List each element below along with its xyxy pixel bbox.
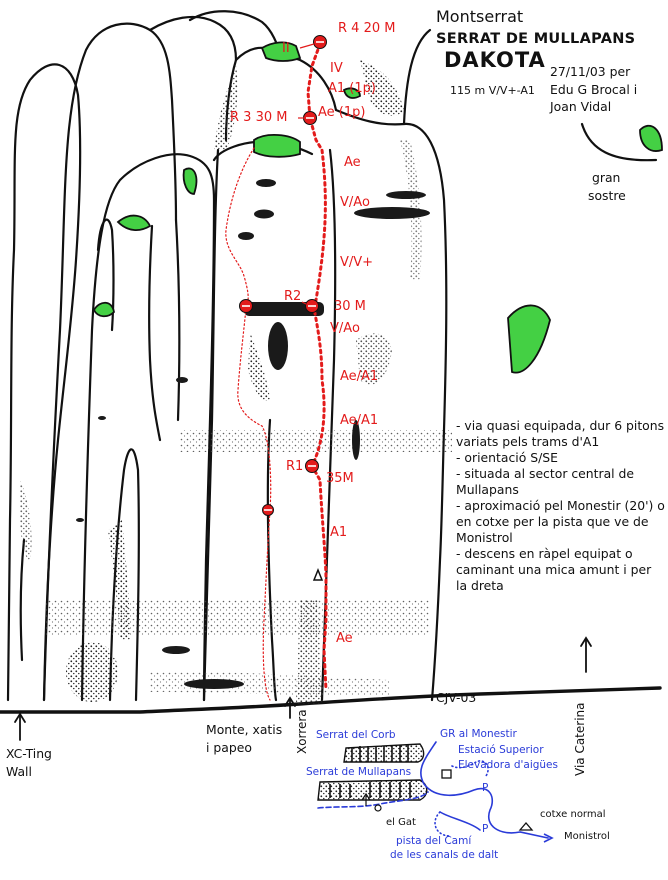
- label-monte-1: Monte, xatis: [206, 722, 283, 737]
- note-item: - descens en ràpel equipat o caminant un…: [456, 546, 652, 593]
- rock-holes: [76, 179, 430, 689]
- map-estacio-1: Estació Superior: [458, 744, 544, 756]
- approach-map: [317, 741, 554, 843]
- label-ii: II: [282, 41, 290, 56]
- arrows: [14, 636, 592, 741]
- label-iv: IV: [330, 61, 343, 76]
- map-pista-1: pista del Camí: [396, 835, 472, 847]
- label-cjv: CJV-03: [436, 690, 477, 705]
- map-cotxe: cotxe normal: [540, 809, 606, 820]
- map-pista-2: de les canals de dalt: [390, 849, 499, 861]
- map-monistrol: Monistrol: [564, 831, 610, 842]
- label-gran: gran: [592, 170, 621, 185]
- note-item: - aproximació pel Monestir (20') o en co…: [456, 498, 665, 545]
- route-line: [225, 42, 328, 701]
- label-monte-2: i papeo: [206, 740, 252, 755]
- author-1: Edu G Brocal i: [550, 82, 638, 97]
- label-a1-1p: A1 (1p): [328, 81, 376, 96]
- label-xorrera: Xorrera: [295, 709, 309, 754]
- note-item: - situada al sector central de Mullapans: [456, 466, 635, 497]
- date-line: 27/11/03 per: [550, 64, 631, 79]
- label-ae-2: Ae: [336, 631, 353, 646]
- label-xc-1: XC-Ting: [6, 746, 52, 761]
- map-p2: P: [482, 823, 489, 835]
- label-a1: A1: [330, 525, 348, 540]
- map-gr: GR al Monestir: [440, 728, 517, 740]
- rock-texture: [19, 60, 452, 704]
- label-r3: R 3 30 M: [230, 110, 288, 125]
- area-title: Montserrat: [436, 7, 524, 26]
- label-v-vplus: V/V+: [340, 255, 374, 270]
- label-sostre: sostre: [588, 188, 626, 203]
- label-ae-1p: Ae (1p): [318, 105, 366, 120]
- vegetation: [92, 41, 663, 374]
- label-35m: 35M: [326, 471, 354, 486]
- label-xc-2: Wall: [6, 764, 32, 779]
- label-ae-a1-2: Ae/A1: [340, 413, 379, 428]
- route-notes: - via quasi equipada, dur 6 pitons varia…: [456, 418, 666, 594]
- route-grade: 115 m V/V+-A1: [450, 84, 535, 97]
- label-ae-1: Ae: [344, 155, 361, 170]
- label-r1: R1: [286, 459, 304, 474]
- note-item: - via quasi equipada, dur 6 pitons varia…: [456, 418, 665, 449]
- map-gat: el Gat: [386, 817, 416, 828]
- map-p1: P: [482, 782, 489, 794]
- ground-line: [0, 686, 662, 714]
- label-r4: R 4 20 M: [338, 21, 396, 36]
- route-name: DAKOTA: [444, 48, 546, 72]
- label-ae-a1-1: Ae/A1: [340, 369, 379, 384]
- label-via-caterina: Via Caterina: [573, 702, 587, 777]
- label-r2: R2: [284, 289, 302, 304]
- xorrera-arrow: [312, 567, 324, 581]
- map-mullapans: Serrat de Mullapans: [306, 766, 412, 778]
- label-v-ao-2: V/Ao: [330, 321, 360, 336]
- map-corb: Serrat del Corb: [316, 729, 396, 741]
- note-item: - orientació S/SE: [456, 450, 558, 465]
- sector-title: SERRAT DE MULLAPANS: [436, 31, 636, 47]
- label-v-ao-1: V/Ao: [340, 195, 370, 210]
- map-estacio-2: Elevadora d'aigües: [458, 759, 558, 771]
- author-2: Joan Vidal: [550, 99, 612, 114]
- label-30m: 30 M: [334, 299, 366, 314]
